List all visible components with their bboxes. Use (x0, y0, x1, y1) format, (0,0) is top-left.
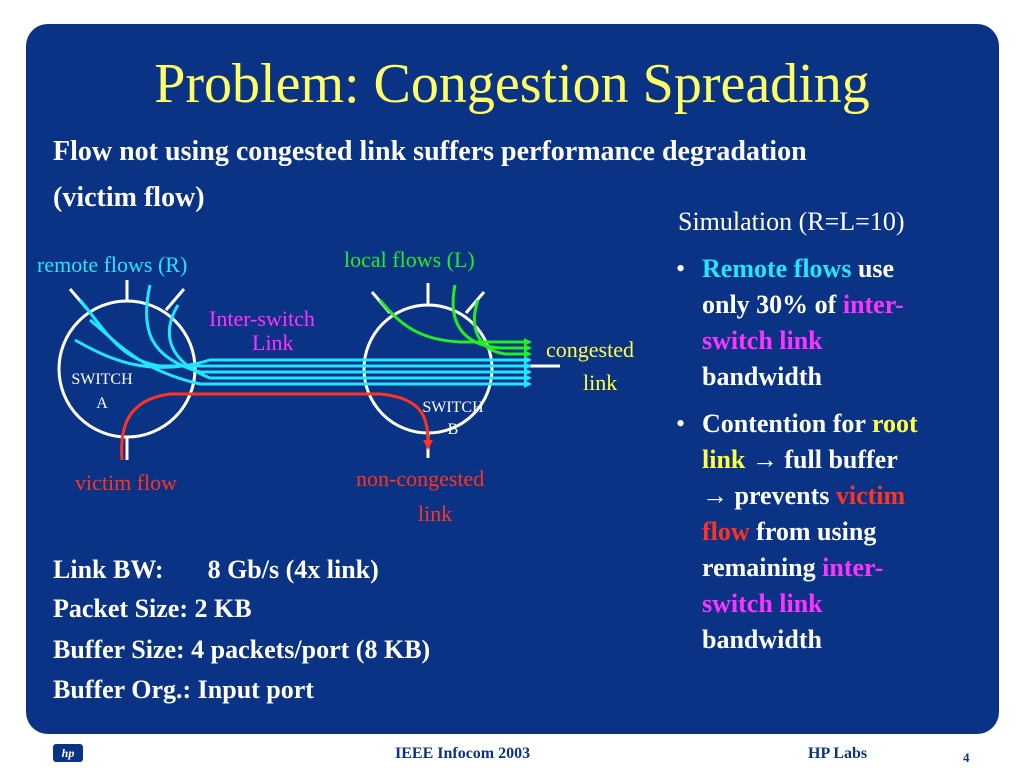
non-congested-link-label-2: link (418, 501, 453, 526)
victim-term: victim (835, 481, 906, 510)
bullet-dot: • (676, 254, 686, 283)
switch-link-term-1: switch link (702, 326, 823, 355)
param-link-bw: Link BW: 8 Gb/s (4x link) (53, 550, 379, 590)
inter-term-1: inter- (842, 290, 904, 319)
victim-flow-path (120, 392, 433, 461)
switch-link-term-2: switch link (702, 589, 823, 618)
victim-flow-label: victim flow (75, 470, 178, 495)
bullet2-text-bandwidth: bandwidth (702, 625, 822, 654)
bullet2-text-prevents: → prevents (702, 481, 836, 510)
non-congested-link-label-1: non-congested (356, 466, 485, 491)
root-term: root (871, 409, 918, 438)
bullet2-text-full-buffer: → full buffer (745, 445, 898, 474)
page-number: 4 (963, 750, 970, 765)
switch-b-label-2: B (448, 421, 459, 438)
switch-b-label-1: SWITCH (422, 399, 484, 416)
link-bw-value: 8 Gb/s (4x link) (207, 555, 379, 584)
inter-switch-label-1: Inter-switch (209, 306, 315, 331)
bullet-remote-flows: • Remote flows use only 30% of inter- sw… (676, 251, 996, 401)
bullet1-text-only: only 30% of (702, 290, 843, 319)
local-flows (378, 284, 532, 358)
bullet1-text-use: use (851, 254, 895, 283)
link-term: link (702, 445, 746, 474)
simulation-heading: Simulation (R=L=10) (678, 207, 905, 236)
remote-flows-label: remote flows (R) (37, 252, 188, 277)
bullet1-text-bandwidth: bandwidth (702, 362, 822, 391)
local-flows-label: local flows (L) (344, 247, 475, 272)
link-bw-label: Link BW: (53, 555, 164, 584)
subtitle-line-2: (victim flow) (53, 182, 205, 213)
switch-a-label-2: A (96, 395, 108, 412)
bullet-dot: • (676, 409, 686, 438)
congested-link-label-2: link (583, 370, 618, 395)
remote-flows-term: Remote flows (702, 254, 852, 283)
switch-a-label-1: SWITCH (71, 371, 133, 388)
inter-switch-label-2: Link (252, 330, 294, 355)
footer-org: HP Labs (808, 745, 868, 762)
switch-a (57, 280, 197, 460)
subtitle-line-1: Flow not using congested link suffers pe… (53, 136, 807, 167)
hp-logo: hp (53, 744, 83, 762)
remote-flows (74, 284, 532, 388)
footer-conference: IEEE Infocom 2003 (395, 745, 531, 762)
param-buffer-size: Buffer Size: 4 packets/port (8 KB) (53, 635, 431, 664)
inter-term-2: inter- (822, 553, 884, 582)
slide-title: Problem: Congestion Spreading (154, 53, 870, 115)
param-packet-size: Packet Size: 2 KB (53, 594, 252, 623)
bullet2-text-from-using: from using (749, 517, 877, 546)
congested-link-label-1: congested (546, 337, 634, 362)
flow-term: flow (702, 517, 750, 546)
bullet-contention: • Contention for root link → full buffer… (676, 406, 996, 666)
bullet2-text-contention: Contention for (702, 409, 872, 438)
param-buffer-org: Buffer Org.: Input port (53, 675, 314, 704)
bullet2-text-remaining: remaining (702, 553, 823, 582)
